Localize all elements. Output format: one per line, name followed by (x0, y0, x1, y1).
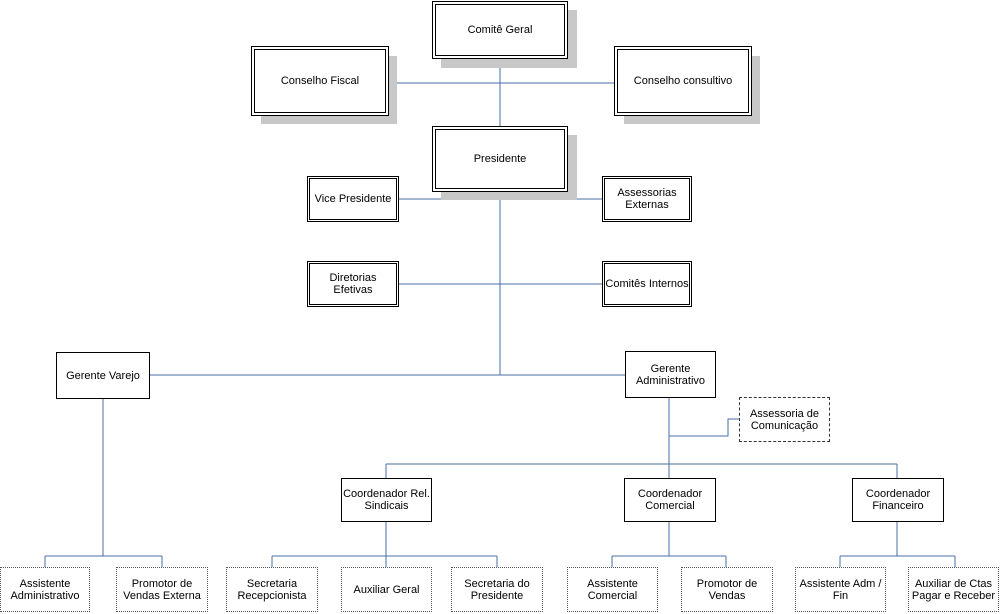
node-label: Gerente Varejo (66, 369, 140, 382)
node-assessorias-externas[interactable]: Assessorias Externas (602, 176, 692, 222)
node-secretaria-recepcionista[interactable]: Secretaria Recepcionista (226, 567, 318, 612)
node-conselho-fiscal[interactable]: Conselho Fiscal (251, 46, 389, 116)
node-label: Assistente Administrativo (10, 577, 80, 602)
node-promotor-vendas-externa[interactable]: Promotor de Vendas Externa (116, 567, 208, 612)
node-gerente-administrativo[interactable]: Gerente Administrativo (625, 351, 716, 398)
node-assistente-administrativo[interactable]: Assistente Administrativo (0, 567, 90, 612)
node-label: Conselho Fiscal (280, 75, 360, 87)
node-gerente-varejo[interactable]: Gerente Varejo (56, 352, 150, 399)
node-label: Coordenador Financeiro (865, 488, 931, 512)
node-label: Secretaria Recepcionista (237, 577, 307, 602)
node-label: Diretorias Efetivas (329, 272, 377, 296)
node-label: Coordenador Rel. Sindicais (343, 488, 430, 512)
node-label: Vice Presidente (314, 193, 392, 205)
node-auxiliar-geral[interactable]: Auxiliar Geral (341, 567, 432, 612)
node-secretaria-presidente[interactable]: Secretaria do Presidente (451, 567, 543, 612)
node-comites-internos[interactable]: Comitês Internos (602, 261, 692, 307)
node-conselho-consultivo[interactable]: Conselho consultivo (614, 46, 752, 116)
node-coordenador-comercial[interactable]: Coordenador Comercial (624, 478, 716, 522)
node-label: Auxiliar Geral (353, 583, 420, 596)
node-assistente-comercial[interactable]: Assistente Comercial (567, 567, 658, 612)
node-label: Promotor de Vendas Externa (123, 577, 201, 602)
node-label: Presidente (473, 153, 527, 165)
node-label: Comitê Geral (467, 24, 533, 36)
node-label: Comitês Internos (605, 278, 689, 290)
node-label: Assessorias Externas (617, 187, 677, 211)
node-label: Assessoria de Comunicação (749, 407, 820, 432)
node-assistente-adm-fin[interactable]: Assistente Adm / Fin (795, 567, 886, 612)
node-coordenador-financeiro[interactable]: Coordenador Financeiro (852, 478, 944, 522)
node-assessoria-comunicacao[interactable]: Assessoria de Comunicação (739, 397, 830, 442)
node-diretorias-efetivas[interactable]: Diretorias Efetivas (307, 261, 399, 307)
node-label: Conselho consultivo (633, 75, 733, 87)
connector-line (669, 418, 739, 437)
node-label: Auxiliar de Ctas Pagar e Receber (911, 577, 996, 602)
node-presidente[interactable]: Presidente (432, 126, 568, 192)
node-comite-geral[interactable]: Comitê Geral (432, 1, 568, 59)
node-coordenador-rel-sindicais[interactable]: Coordenador Rel. Sindicais (341, 478, 432, 522)
node-label: Assistente Adm / Fin (799, 577, 882, 602)
node-label: Coordenador Comercial (637, 488, 703, 512)
node-label: Gerente Administrativo (635, 362, 706, 387)
node-promotor-vendas[interactable]: Promotor de Vendas (681, 567, 773, 612)
node-auxiliar-ctas[interactable]: Auxiliar de Ctas Pagar e Receber (908, 567, 999, 612)
node-vice-presidente[interactable]: Vice Presidente (307, 176, 399, 222)
node-label: Secretaria do Presidente (464, 577, 530, 602)
node-label: Promotor de Vendas (696, 577, 758, 602)
node-label: Assistente Comercial (587, 577, 638, 602)
